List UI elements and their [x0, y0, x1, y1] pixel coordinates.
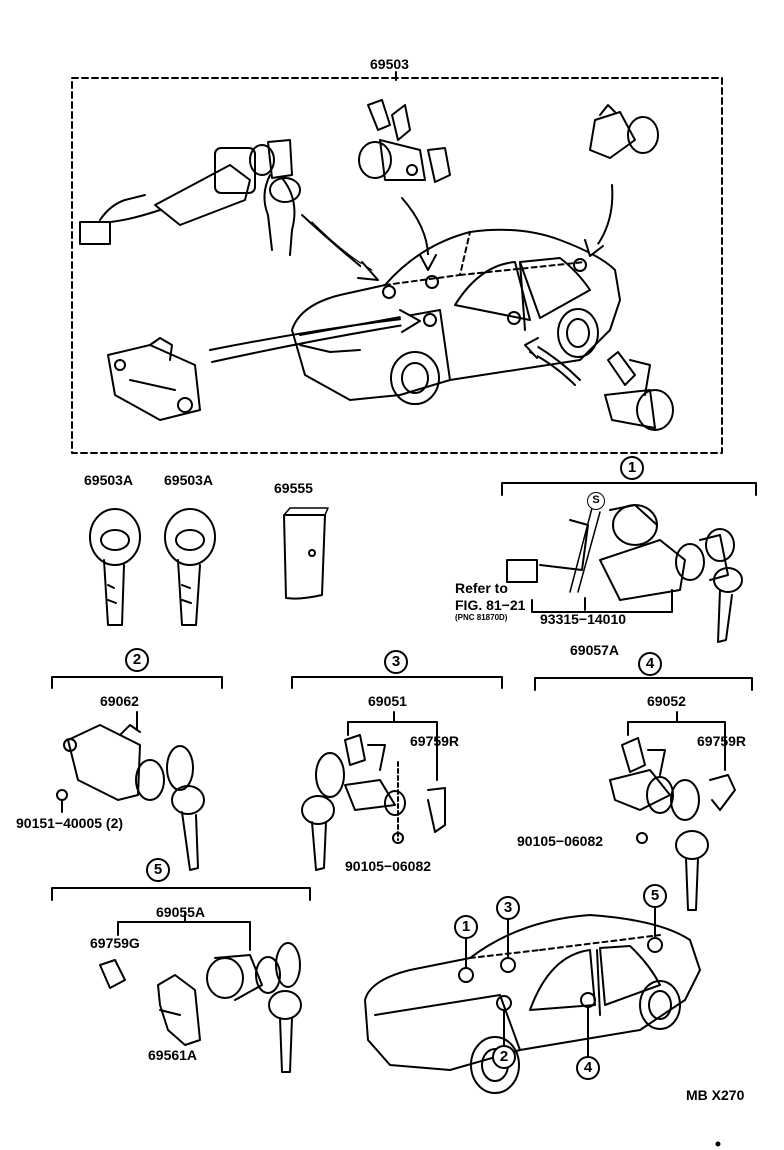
label-93315: 93315−14010 [540, 611, 627, 627]
key-69503a-right [165, 509, 215, 625]
lock-assembly-69062 [57, 712, 204, 870]
callout-5: 5 [146, 858, 170, 882]
car-callout-2: 2 [492, 1045, 516, 1069]
top-car-illustration [292, 230, 620, 404]
trunk-lock-cylinder [605, 352, 673, 430]
label-69062: 69062 [100, 693, 139, 709]
label-plate: 69555 [274, 480, 313, 496]
label-69759r-left: 69759R [410, 733, 460, 749]
label-69055a: 69055A [156, 904, 206, 920]
label-69051: 69051 [368, 693, 407, 709]
reference-code: MB X270 [686, 1087, 745, 1103]
ignition-cylinder-69057a [507, 505, 742, 642]
bracket-group-2 [52, 677, 222, 688]
bottom-car-illustration [365, 908, 700, 1093]
bracket-group-5 [52, 888, 310, 900]
car-callout-1: 1 [454, 915, 478, 939]
label-key-2: 69503A [164, 472, 214, 488]
label-69052: 69052 [647, 693, 686, 709]
label-90105-right: 90105−06082 [517, 833, 604, 849]
hood-lock-assembly [108, 338, 200, 420]
bracket-group-4 [535, 678, 752, 690]
bracket-69057a [532, 590, 672, 612]
bracket-group-1 [502, 483, 756, 495]
label-69057a: 69057A [570, 642, 620, 658]
lock-assembly-69051 [302, 712, 445, 870]
label-69561a: 69561A [148, 1047, 198, 1063]
callout-3: 3 [384, 650, 408, 674]
callout-s: S [587, 492, 605, 510]
refer-line-3: (PNC 81870D) [455, 613, 508, 622]
key-69503a-left [90, 509, 140, 625]
label-main-set: 69503 [370, 56, 409, 72]
label-69759g: 69759G [90, 935, 140, 951]
refer-line-2: FIG. 81−21 [455, 597, 526, 613]
callout-4: 4 [638, 652, 662, 676]
car-callout-3: 3 [496, 896, 520, 920]
car-callout-4: 4 [576, 1056, 600, 1080]
lock-assembly-69055a [100, 912, 301, 1072]
car-callout-5: 5 [643, 884, 667, 908]
label-key-1: 69503A [84, 472, 134, 488]
callout-1: 1 [620, 456, 644, 480]
callout-2: 2 [125, 648, 149, 672]
refer-line-1: Refer to [455, 580, 508, 596]
key-code-plate-69555 [284, 508, 328, 599]
glove-box-lock [590, 105, 658, 158]
lock-assembly-69052 [610, 712, 735, 910]
bracket-group-3 [292, 677, 502, 688]
ignition-lock-cylinder [80, 140, 300, 255]
label-90105-left: 90105−06082 [345, 858, 432, 874]
label-90151: 90151−40005 (2) [16, 815, 124, 831]
label-69759r-right: 69759R [697, 733, 747, 749]
pointer-arrows [210, 185, 612, 385]
door-lock-assembly [359, 100, 450, 182]
